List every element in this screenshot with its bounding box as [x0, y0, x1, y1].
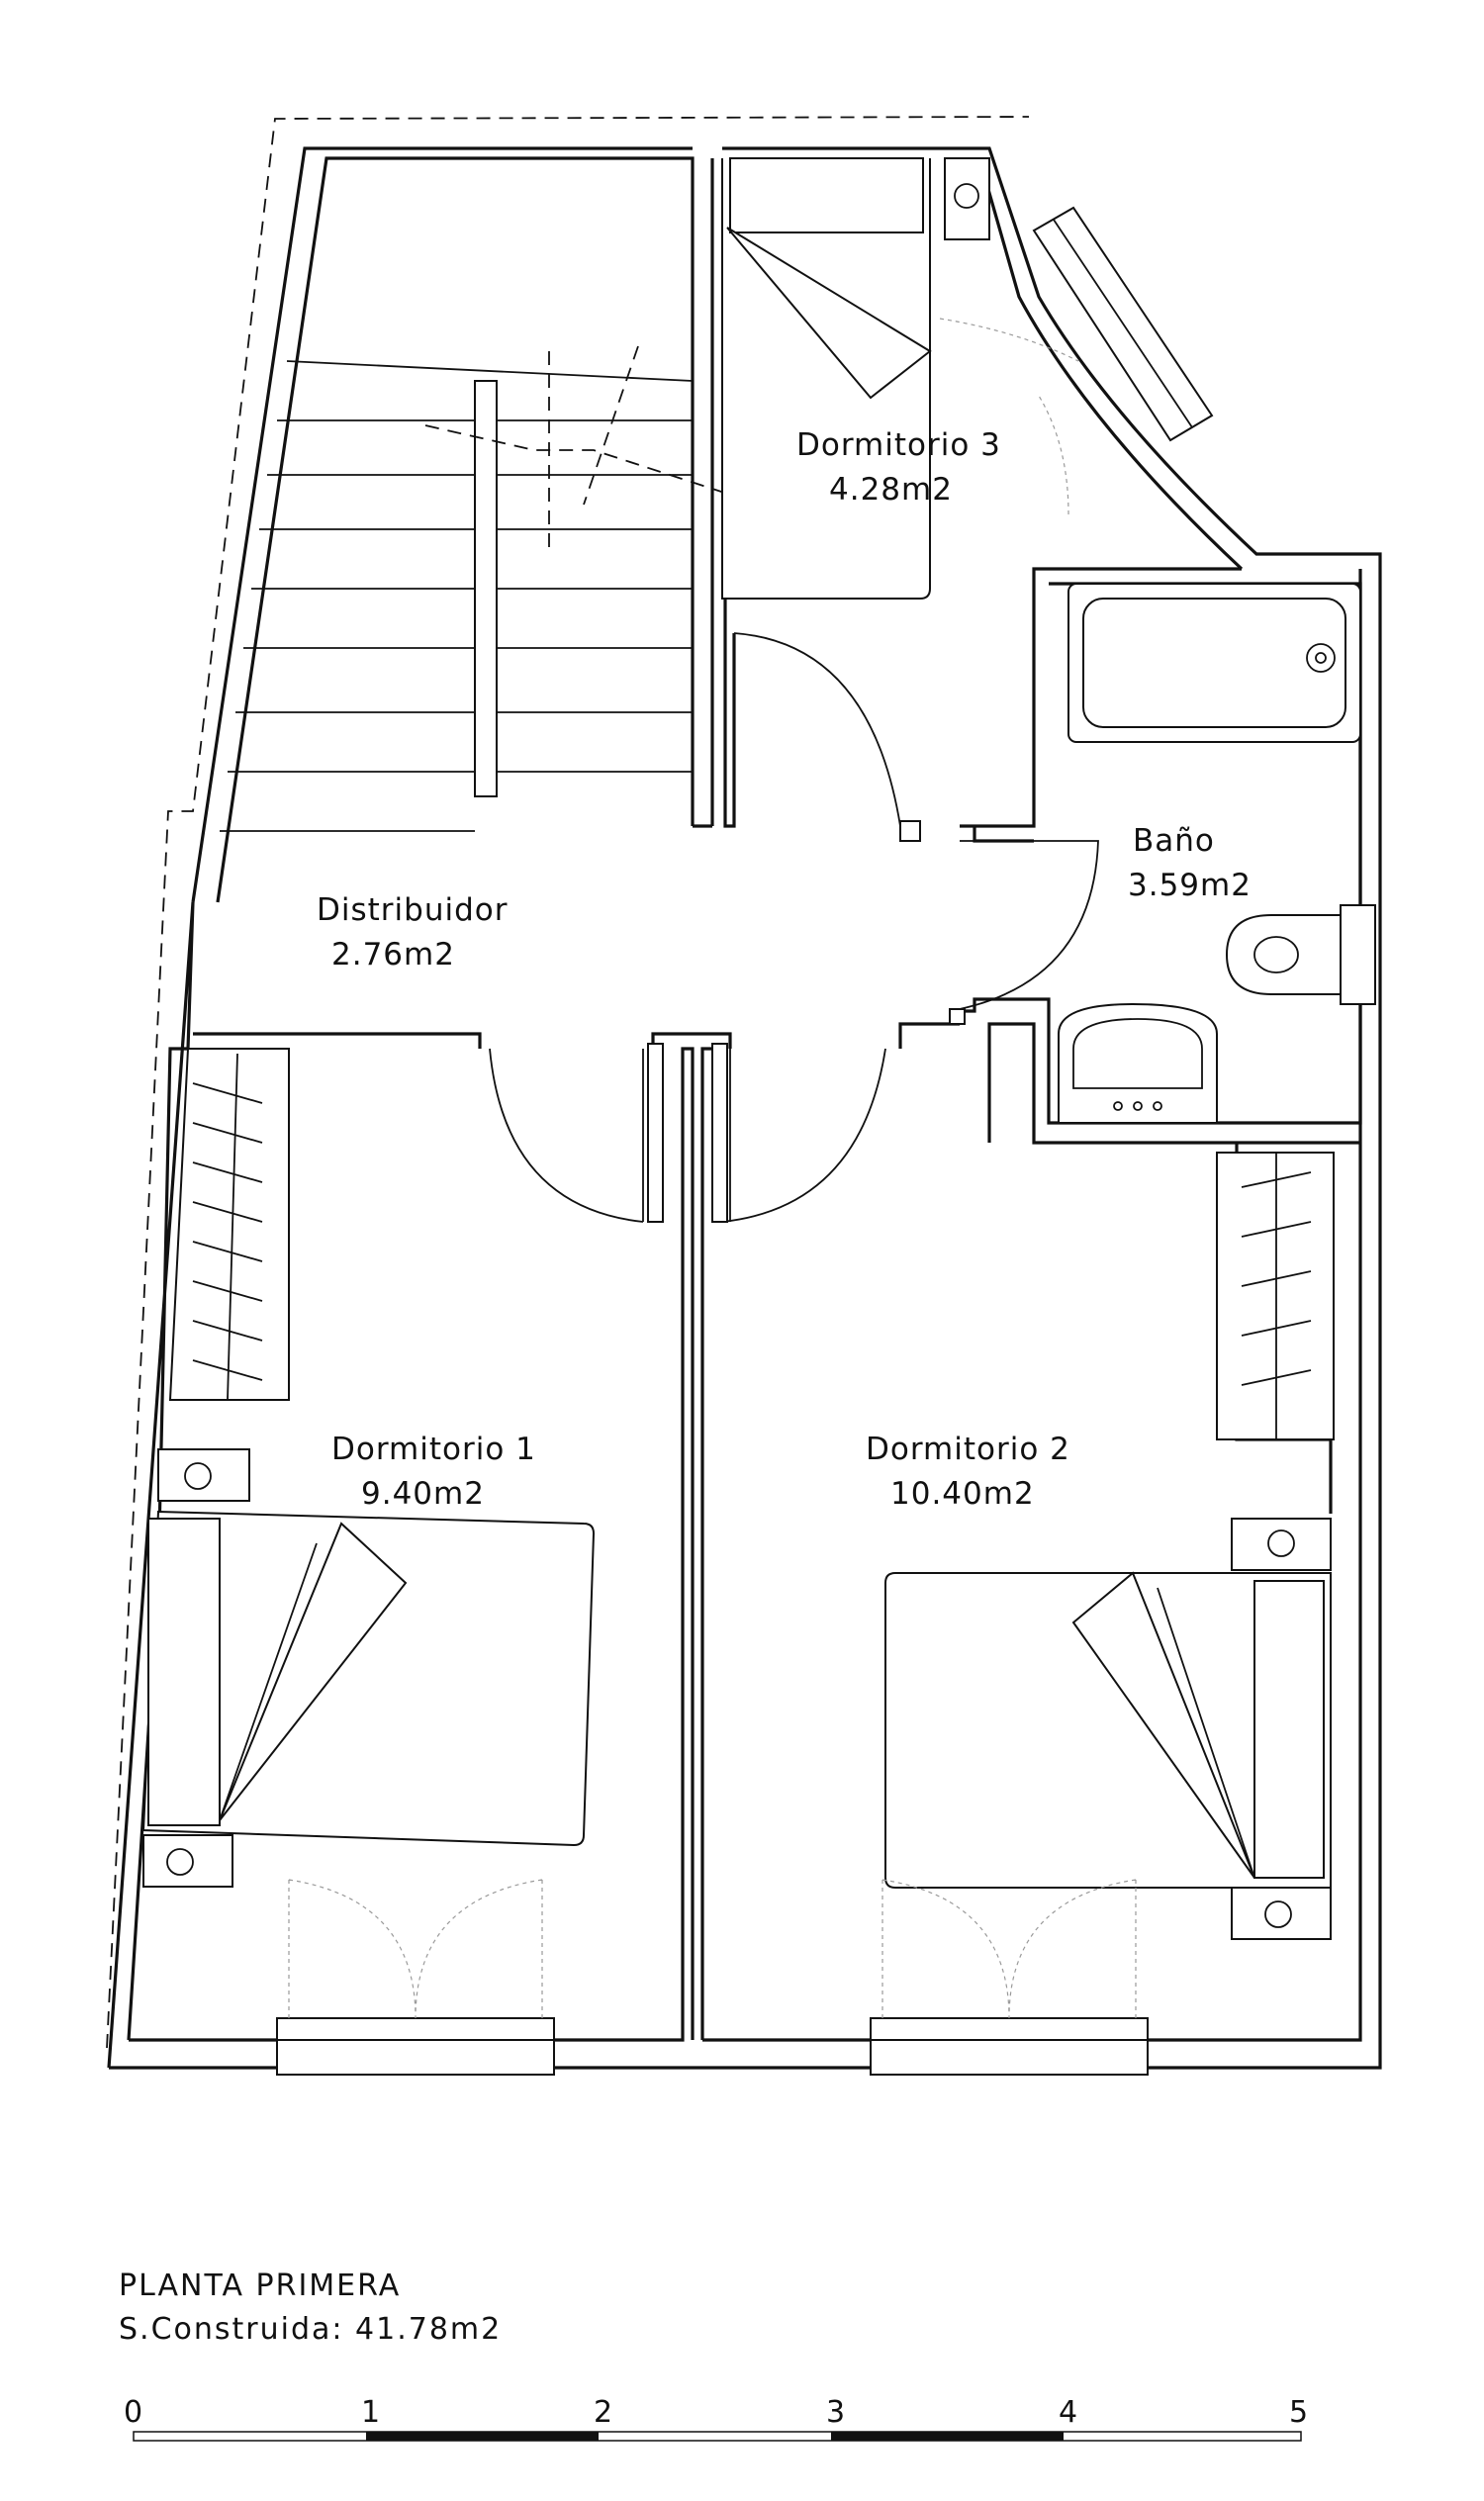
bed-dormitorio-2	[884, 1518, 1332, 1940]
room-label-dormitorio-2: Dormitorio 2 10.40m2	[866, 1432, 1070, 1512]
scale-bar: 0 1 2 3 4 5	[124, 2395, 1308, 2442]
doors	[489, 632, 1099, 1223]
svg-text:Dormitorio 3: Dormitorio 3	[796, 427, 1001, 463]
svg-text:Baño: Baño	[1133, 823, 1215, 859]
scale-tick-5: 5	[1289, 2395, 1308, 2430]
window-dormitorio-2	[870, 1879, 1149, 2076]
wardrobe-dormitorio-2	[1216, 1152, 1335, 1440]
svg-text:4.28m2: 4.28m2	[829, 472, 953, 508]
svg-text:10.40m2: 10.40m2	[890, 1476, 1035, 1512]
svg-text:Dormitorio 1: Dormitorio 1	[331, 1432, 536, 1467]
scale-tick-4: 4	[1059, 2395, 1077, 2430]
staircase	[220, 345, 792, 832]
wardrobe-dormitorio-1	[168, 1048, 290, 1401]
bed-dormitorio-1	[141, 1448, 596, 1888]
scale-tick-2: 2	[594, 2395, 612, 2430]
scale-tick-3: 3	[826, 2395, 845, 2430]
plan-surface: S.Construida: 41.78m2	[119, 2312, 502, 2347]
property-boundary	[106, 116, 1030, 2049]
scale-tick-1: 1	[361, 2395, 380, 2430]
svg-text:2.76m2: 2.76m2	[331, 937, 455, 973]
room-label-distribuidor: Distribuidor 2.76m2	[317, 892, 508, 973]
washbasin	[1058, 1002, 1218, 1124]
svg-text:Distribuidor: Distribuidor	[317, 892, 508, 928]
svg-text:9.40m2: 9.40m2	[361, 1476, 485, 1512]
window-dormitorio-3	[1032, 206, 1214, 442]
bed-dormitorio-3	[721, 157, 1079, 600]
bathtub	[1067, 583, 1361, 743]
room-label-dormitorio-3: Dormitorio 3 4.28m2	[796, 427, 1001, 508]
toilet	[1225, 904, 1376, 1005]
svg-text:Dormitorio 2: Dormitorio 2	[866, 1432, 1070, 1467]
window-dormitorio-1	[276, 1879, 555, 2076]
svg-text:3.59m2: 3.59m2	[1128, 868, 1252, 903]
room-label-bano: Baño 3.59m2	[1128, 823, 1252, 903]
scale-tick-0: 0	[124, 2395, 142, 2430]
room-label-dormitorio-1: Dormitorio 1 9.40m2	[331, 1432, 536, 1512]
plan-title: PLANTA PRIMERA	[119, 2269, 401, 2303]
